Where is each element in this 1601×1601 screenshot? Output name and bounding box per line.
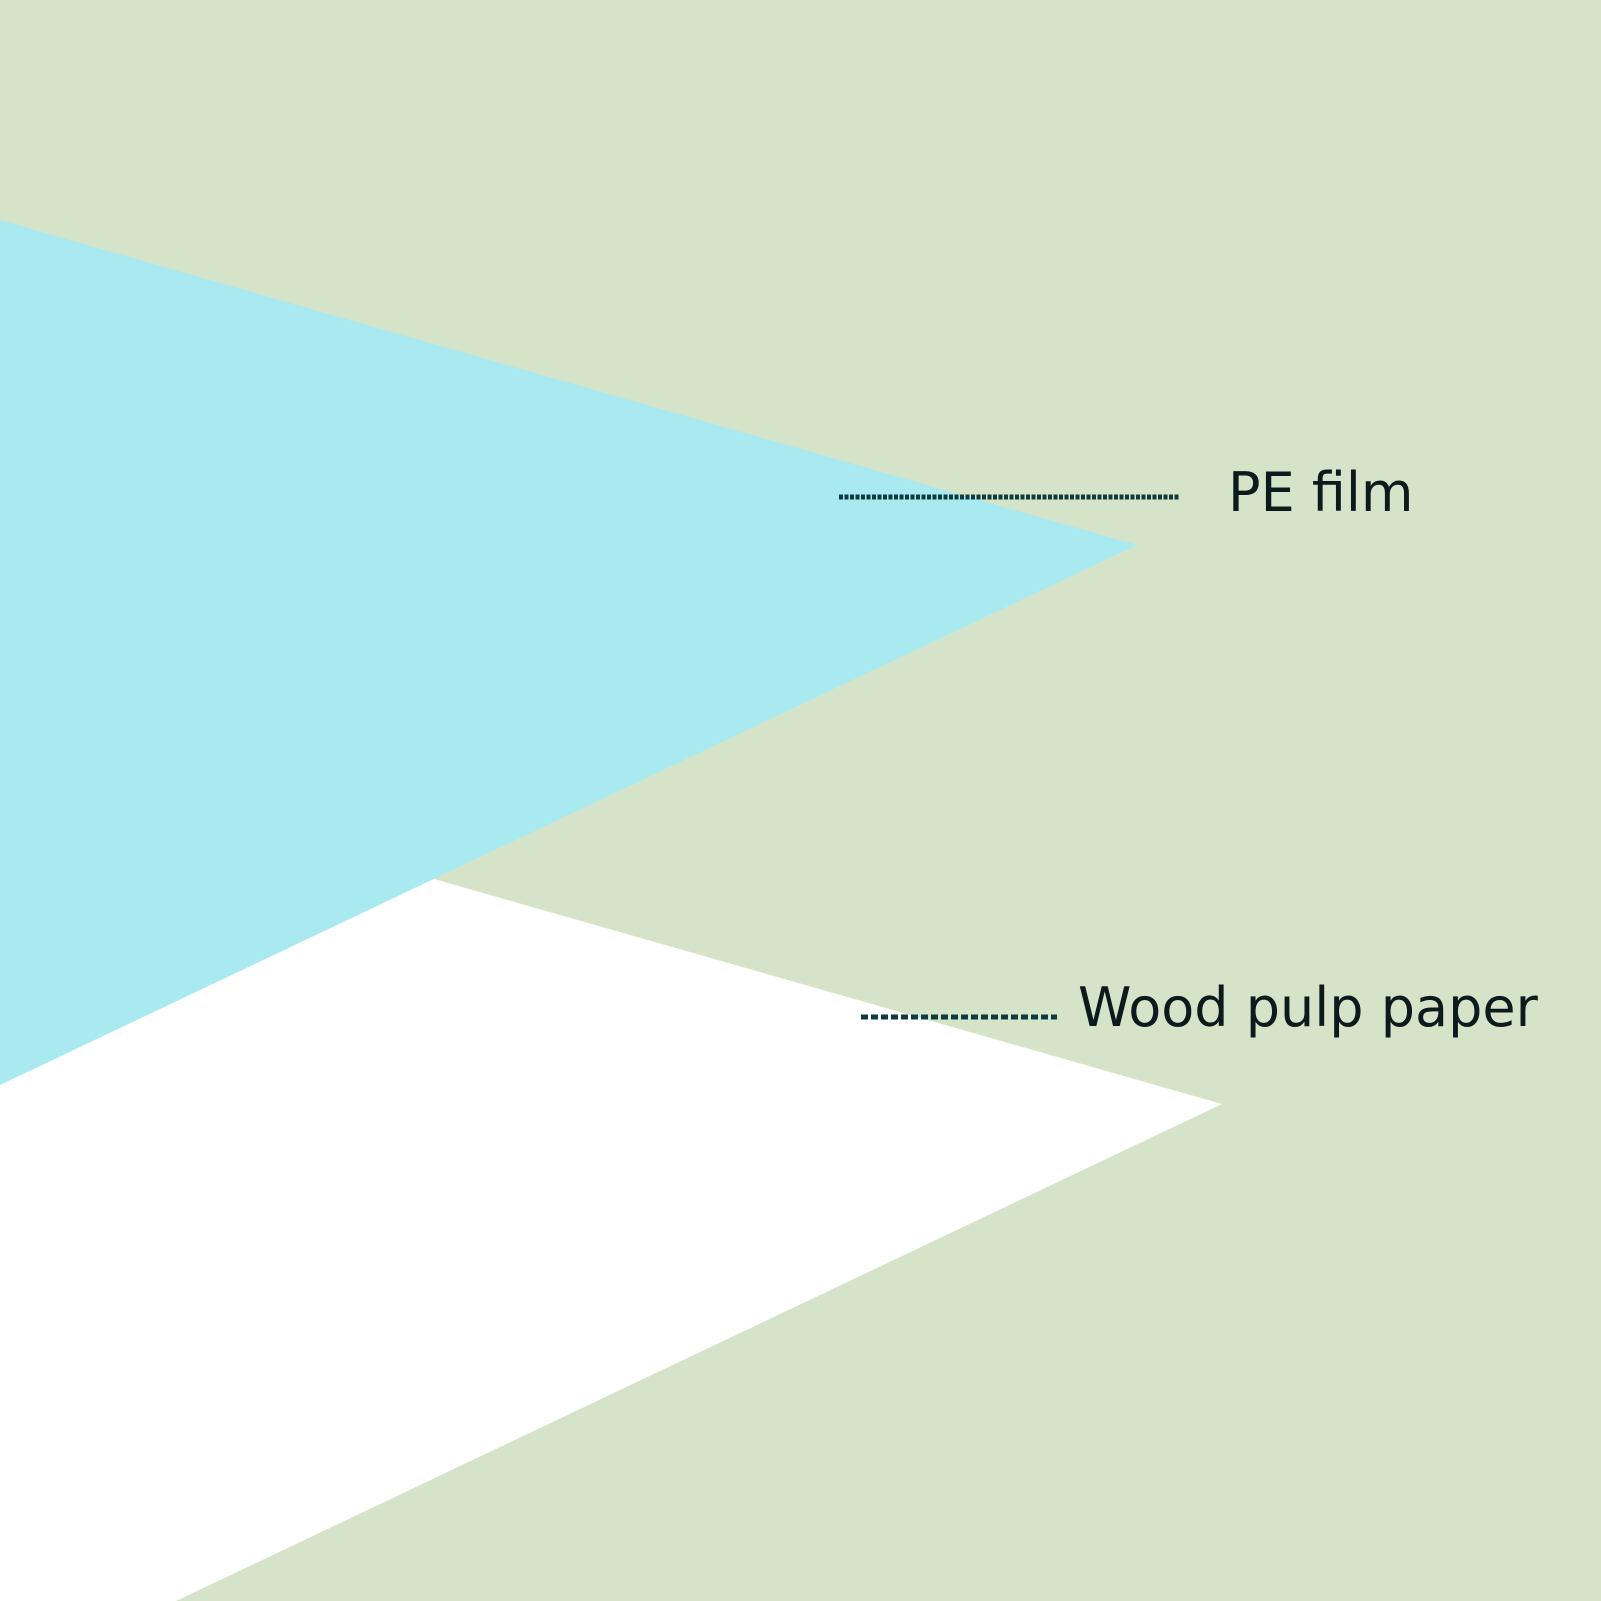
wood-pulp-paper-sheet [0,755,1222,1601]
pe-film-label: PE film [1228,461,1414,524]
pe-film-sheet [0,220,1137,1085]
wood-pulp-paper-label: Wood pulp paper [1078,976,1538,1039]
